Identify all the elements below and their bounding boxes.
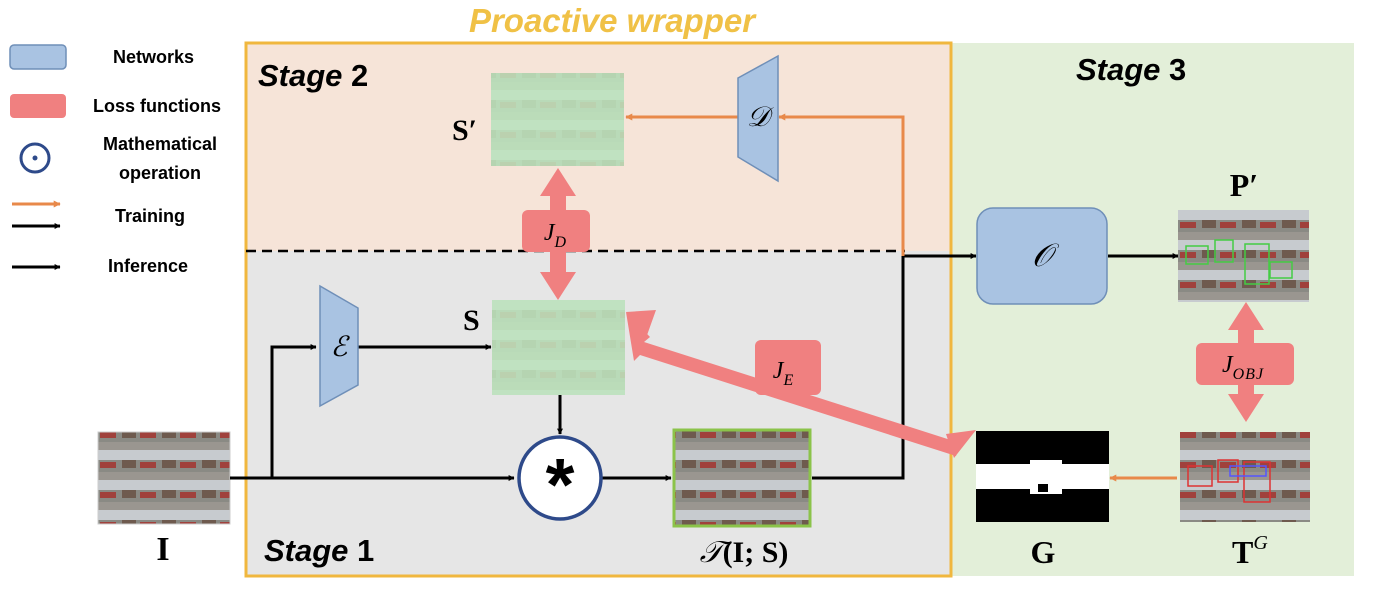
legend-training-label: Training: [115, 206, 185, 226]
arrow-t-to-detector: [812, 253, 977, 480]
stage3-label: Stage 3: [1076, 52, 1186, 87]
encoder-network: [319, 284, 359, 408]
encrypted-image-t: [672, 428, 812, 528]
legend-loss-label: Loss functions: [93, 96, 221, 116]
input-image-i: [97, 431, 231, 525]
operator-circle: [517, 435, 603, 521]
decoder-network: [737, 54, 779, 183]
mask-g: [976, 431, 1109, 522]
legend-networks-label: Networks: [113, 47, 194, 67]
loss-jd-arrow: [522, 168, 590, 300]
legend-math-label-line2: operation: [119, 163, 201, 183]
wrapper-title: Proactive wrapper: [469, 2, 757, 39]
arrow-i-to-encoder: [270, 344, 317, 478]
label-s: S: [463, 304, 480, 337]
legend-networks-swatch: [9, 44, 67, 70]
label-i: I: [156, 531, 169, 568]
ground-truth-image-tg: [1180, 432, 1310, 522]
template-s-prime: [491, 73, 624, 166]
label-tg: TG: [1232, 532, 1268, 570]
label-p-prime: P′: [1230, 167, 1259, 203]
legend-inference-label: Inference: [108, 256, 188, 276]
loss-jobj-label: JOBJ: [1222, 352, 1264, 383]
detector-network: [976, 207, 1108, 305]
label-s-prime: S′: [452, 114, 477, 147]
template-s: [492, 300, 625, 395]
legend-math-label-line1: Mathematical: [103, 134, 217, 154]
legend: Networks Loss functions Mathematical ope…: [9, 44, 221, 276]
label-t: 𝒯(I; S): [700, 536, 789, 569]
arrow-t-to-decoder: [778, 113, 905, 256]
stage2-label: Stage 2: [258, 58, 368, 93]
stage1-label: Stage 1: [264, 533, 374, 568]
legend-loss-swatch: [10, 94, 66, 118]
loss-je-label: JE: [773, 358, 794, 389]
prediction-image-p-prime: [1178, 210, 1309, 302]
operator-symbol: *: [546, 443, 575, 526]
proactive-wrapper-border: [244, 41, 953, 578]
loss-je-arrow: [626, 310, 976, 458]
encoder-symbol: ℰ: [331, 332, 351, 363]
label-g: G: [1031, 534, 1056, 570]
loss-jobj-arrow: [1196, 302, 1294, 422]
loss-jd-label: JD: [544, 220, 567, 251]
legend-operation-dot: [32, 155, 38, 161]
